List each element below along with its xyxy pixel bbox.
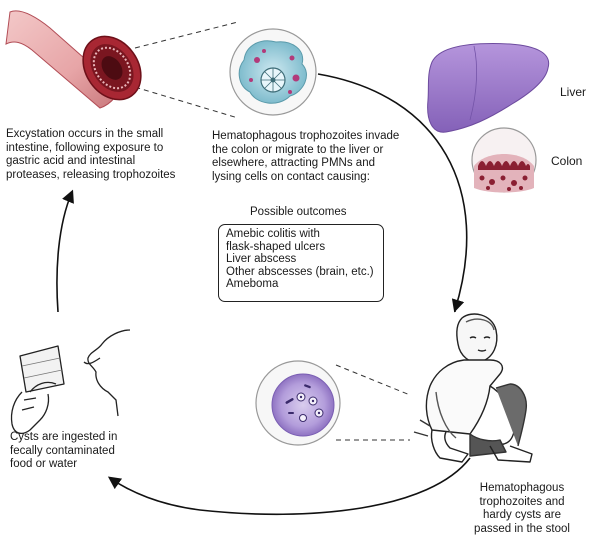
squatting-person-icon xyxy=(413,313,533,463)
dashed-connector-stool-top xyxy=(335,364,411,396)
excystation-description: Excystation occurs in the small intestin… xyxy=(6,128,176,181)
drinking-person-icon xyxy=(10,329,131,435)
outcome-item: Liver abscess xyxy=(226,253,297,265)
outcome-item: Other abscesses (brain, etc.) xyxy=(226,265,374,278)
ingestion-description: Cysts are ingested in fecally contaminat… xyxy=(10,431,118,470)
outcome-item: Amebic colitis with flask-shaped ulcers xyxy=(226,228,326,253)
colon-icon xyxy=(471,127,537,193)
outcomes-box: Amebic colitis with flask-shaped ulcers … xyxy=(218,224,384,302)
colon-label: Colon xyxy=(551,154,583,168)
liver-label: Liver xyxy=(560,85,587,99)
dashed-connector-top xyxy=(134,21,239,49)
arrow-invasion-to-stool xyxy=(317,73,468,313)
arrow-ingestion-to-excystation xyxy=(56,189,74,313)
invasion-description: Hematophagous trophozoites invade the co… xyxy=(212,130,400,183)
intestine-icon xyxy=(5,10,142,109)
outcomes-title: Possible outcomes xyxy=(250,206,347,218)
liver-icon xyxy=(427,43,550,133)
cyst-icon xyxy=(255,360,341,446)
arrow-stool-to-ingestion xyxy=(107,457,471,516)
passage-description: Hematophagous trophozoites and hardy cys… xyxy=(474,482,570,535)
trophozoite-icon xyxy=(229,28,317,116)
outcome-item: Ameboma xyxy=(226,278,279,290)
